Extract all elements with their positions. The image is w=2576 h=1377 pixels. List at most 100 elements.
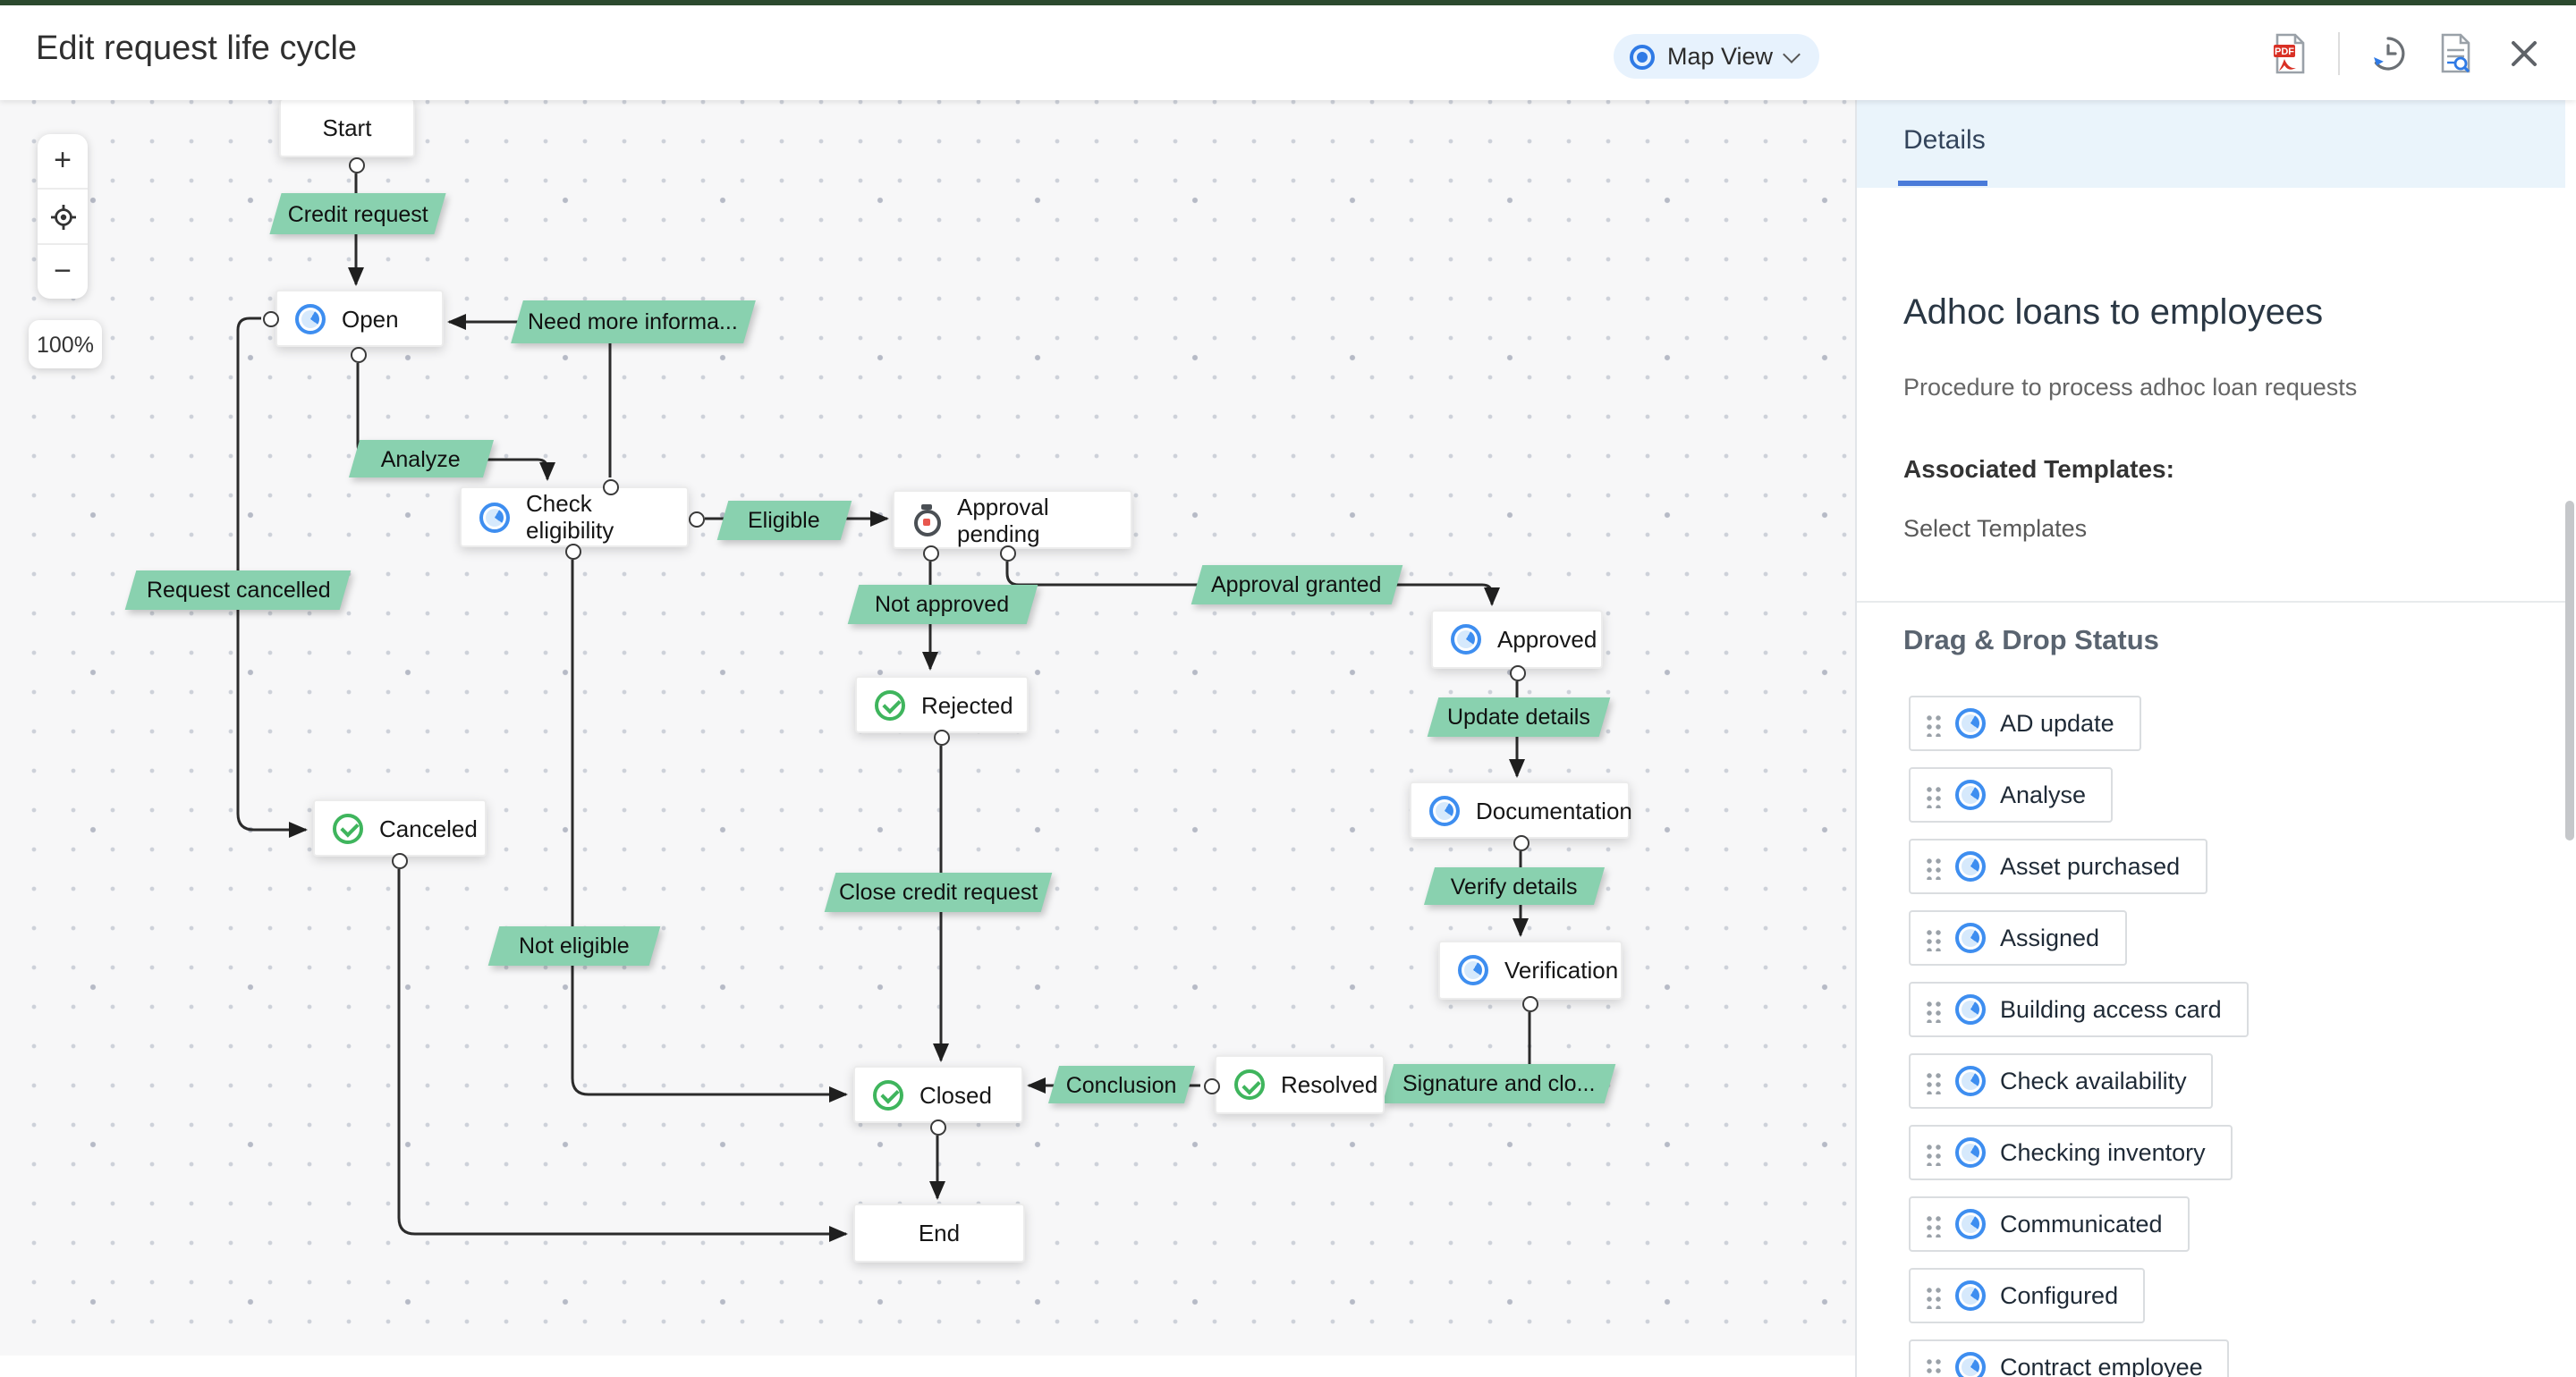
drag-handle-icon[interactable] (1925, 925, 1941, 950)
zoom-out-button[interactable]: − (38, 243, 88, 299)
connection-port[interactable] (348, 156, 364, 173)
connection-port[interactable] (929, 1119, 945, 1135)
connection-port[interactable] (564, 543, 580, 559)
status-timer-icon (912, 503, 941, 536)
status-inprogress-icon (1429, 795, 1460, 825)
status-complete-icon (873, 1079, 903, 1110)
drag-handle-icon[interactable] (1925, 997, 1941, 1022)
status-item[interactable]: Contract employee (1909, 1339, 2230, 1377)
status-item[interactable]: AD update (1909, 696, 2141, 751)
drag-handle-icon[interactable] (1925, 1069, 1941, 1094)
drag-handle-icon[interactable] (1925, 1212, 1941, 1237)
panel-scrollbar[interactable] (2565, 501, 2574, 841)
status-item[interactable]: Communicated (1909, 1196, 2190, 1252)
flow-node-verification[interactable]: Verification (1438, 941, 1623, 1000)
node-label: Approval pending (957, 493, 1049, 546)
transition-label[interactable]: Need more informa... (511, 300, 756, 343)
status-item-label: Checking inventory (2000, 1139, 2206, 1166)
connection-port[interactable] (999, 545, 1015, 561)
export-pdf-icon[interactable]: PDF (2270, 32, 2309, 75)
transition-label[interactable]: Eligible (716, 501, 852, 540)
status-item[interactable]: Check availability (1909, 1053, 2214, 1109)
status-item[interactable]: Checking inventory (1909, 1125, 2233, 1180)
header-bar: Edit request life cycle Map View PDF (0, 5, 2576, 100)
connection-port[interactable] (1509, 664, 1525, 680)
flow-node-documentation[interactable]: Documentation (1410, 781, 1632, 839)
history-icon[interactable] (2368, 32, 2408, 75)
top-accent-strip (0, 0, 2576, 5)
status-complete-icon (875, 689, 905, 720)
status-item-label: Asset purchased (2000, 853, 2181, 880)
drag-handle-icon[interactable] (1925, 782, 1941, 807)
transition-label[interactable]: Not approved (847, 585, 1038, 624)
status-item[interactable]: Asset purchased (1909, 839, 2207, 894)
status-item-label: Configured (2000, 1282, 2119, 1309)
flow-node-approved[interactable]: Approved (1431, 610, 1603, 669)
transition-label[interactable]: Approval granted (1191, 565, 1403, 604)
center-target-button[interactable] (38, 188, 88, 243)
flow-node-approval-pending[interactable]: Approval pending (893, 490, 1132, 549)
flow-node-start[interactable]: Start (279, 98, 415, 157)
node-label: Rejected (921, 691, 1013, 718)
connection-port[interactable] (602, 478, 618, 494)
transition-label[interactable]: Request cancelled (124, 570, 352, 610)
crosshair-icon (50, 204, 75, 229)
close-icon[interactable] (2504, 32, 2544, 75)
flow-node-rejected[interactable]: Rejected (855, 676, 1029, 733)
audit-preview-icon[interactable] (2436, 32, 2476, 75)
status-inprogress-icon (1955, 1066, 1986, 1096)
status-inprogress-icon (1955, 851, 1986, 882)
status-item[interactable]: Assigned (1909, 910, 2127, 966)
transition-label[interactable]: Credit request (269, 193, 446, 234)
connection-port[interactable] (262, 310, 278, 326)
flow-node-canceled[interactable]: Canceled (313, 799, 487, 857)
node-label: Verification (1504, 957, 1619, 984)
connection-port[interactable] (922, 545, 938, 561)
status-inprogress-icon (1955, 1280, 1986, 1311)
status-inprogress-icon (479, 502, 510, 532)
transition-label[interactable]: Update details (1427, 697, 1611, 737)
node-label: Approved (1497, 626, 1597, 653)
drag-handle-icon[interactable] (1925, 711, 1941, 736)
flow-node-check-eligibility[interactable]: Check eligibility (460, 486, 689, 547)
connection-port[interactable] (1521, 995, 1538, 1011)
connection-port[interactable] (350, 346, 366, 362)
zoom-in-button[interactable]: + (54, 143, 72, 177)
transition-label-text: Credit request (287, 201, 428, 226)
status-item[interactable]: Building access card (1909, 982, 2249, 1037)
connection-port[interactable] (391, 852, 407, 868)
lifecycle-description: Procedure to process adhoc loan requests (1903, 374, 2358, 401)
flow-node-resolved[interactable]: Resolved (1215, 1055, 1385, 1114)
transition-label-text: Analyze (381, 446, 462, 471)
tab-details[interactable]: Details (1903, 125, 1986, 156)
transition-label[interactable]: Not eligible (487, 926, 661, 966)
status-item-label: Analyse (2000, 781, 2087, 808)
status-item[interactable]: Analyse (1909, 767, 2114, 823)
connection-port[interactable] (933, 729, 949, 745)
associated-templates-label: Associated Templates: (1903, 454, 2174, 483)
transition-label-text: Verify details (1451, 874, 1578, 899)
status-complete-icon (1234, 1069, 1265, 1100)
select-templates-link[interactable]: Select Templates (1903, 515, 2088, 542)
connection-port[interactable] (1203, 1077, 1219, 1094)
drag-handle-icon[interactable] (1925, 1140, 1941, 1165)
transition-label[interactable]: Conclusion (1047, 1066, 1196, 1103)
panel-tab-band: Details (1857, 100, 2565, 188)
status-item[interactable]: Configured (1909, 1268, 2146, 1323)
transition-label[interactable]: Signature and clo... (1382, 1064, 1616, 1103)
transition-label[interactable]: Verify details (1423, 867, 1606, 905)
flow-node-end[interactable]: End (853, 1204, 1025, 1263)
flow-node-closed[interactable]: Closed (853, 1066, 1023, 1123)
drag-handle-icon[interactable] (1925, 854, 1941, 879)
connection-port[interactable] (1513, 834, 1529, 850)
header-separator (2338, 32, 2340, 75)
drag-handle-icon[interactable] (1925, 1355, 1941, 1377)
flow-node-open[interactable]: Open (275, 290, 444, 347)
node-label: Start (322, 114, 372, 141)
transition-label[interactable]: Analyze (348, 440, 495, 477)
transition-label[interactable]: Close credit request (824, 873, 1053, 912)
drag-handle-icon[interactable] (1925, 1283, 1941, 1308)
map-view-toggle[interactable]: Map View (1614, 34, 1820, 79)
connection-port[interactable] (688, 511, 704, 527)
